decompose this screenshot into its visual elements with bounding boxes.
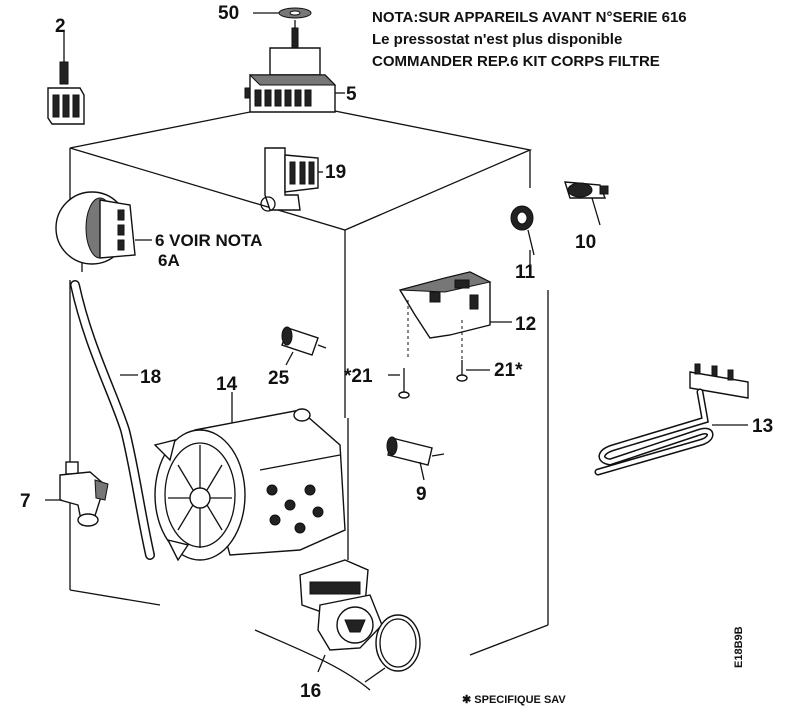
part-21-screws — [388, 360, 490, 399]
label-part-19: 19 — [325, 162, 346, 183]
label-part-18: 18 — [140, 367, 161, 388]
label-part-50: 50 — [218, 3, 239, 24]
part-18-hose — [70, 280, 155, 560]
part-2-switch — [47, 32, 85, 125]
label-part-21-right: 21* — [494, 360, 523, 381]
part-12-module — [398, 271, 512, 360]
note-line-3: COMMANDER REP.6 KIT CORPS FILTRE — [372, 53, 660, 70]
label-part-2: 2 — [55, 16, 66, 37]
note-block: NOTA:SUR APPAREILS AVANT N°SERIE 616 Le … — [372, 9, 687, 70]
part-50-washer — [253, 7, 312, 19]
label-part-11: 11 — [515, 262, 536, 283]
label-part-9: 9 — [416, 484, 427, 505]
part-11-grommet — [510, 205, 535, 256]
part-13-heating-element — [594, 363, 749, 476]
label-part-13: 13 — [752, 416, 773, 437]
label-part-6a: 6A — [158, 251, 180, 270]
label-part-7: 7 — [20, 491, 31, 512]
part-16-drain-pump — [254, 559, 421, 691]
cabinet-outline — [69, 102, 549, 656]
part-5-programmer — [244, 20, 345, 113]
part-6-pressure-switch — [55, 191, 152, 272]
label-part-14: 14 — [216, 374, 238, 395]
label-part-25: 25 — [268, 368, 290, 389]
part-10-thermostat — [564, 181, 609, 226]
part-9-filter — [386, 436, 445, 481]
label-part-10: 10 — [575, 232, 596, 253]
label-part-21-left: *21 — [344, 366, 373, 387]
drawing-reference: E18B9B — [733, 626, 745, 668]
label-part-5: 5 — [346, 84, 357, 105]
note-line-2: Le pressostat n'est plus disponible — [372, 31, 622, 48]
part-14-motor — [153, 392, 346, 562]
footnote-specifique-sav: ✱ SPECIFIQUE SAV — [462, 694, 566, 706]
label-part-12: 12 — [515, 314, 536, 335]
note-line-1: NOTA:SUR APPAREILS AVANT N°SERIE 616 — [372, 9, 687, 26]
label-part-16: 16 — [300, 681, 321, 702]
label-part-6: 6 VOIR NOTA — [155, 231, 262, 250]
part-7-valve — [45, 461, 109, 527]
part-25-capacitor — [281, 326, 327, 366]
part-19-door-lock — [260, 147, 323, 212]
